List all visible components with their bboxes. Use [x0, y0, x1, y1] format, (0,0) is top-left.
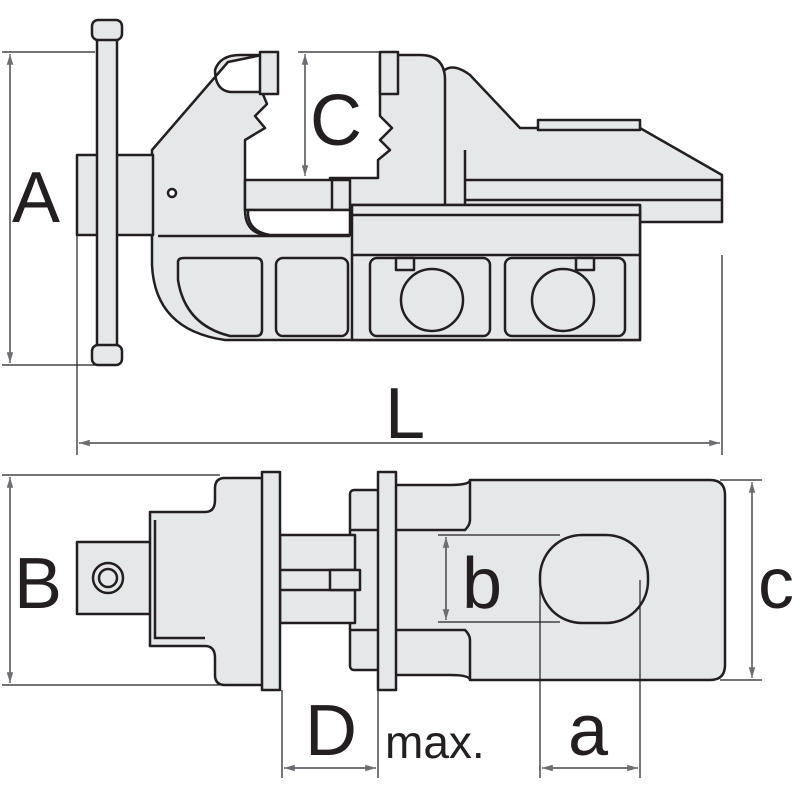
- dimension-label-D: D: [305, 691, 357, 771]
- dimension-label-c: c: [758, 544, 794, 624]
- pin-hole: [166, 187, 178, 199]
- rear-body-top-line: [395, 480, 472, 532]
- side-dimensions: A C L: [2, 51, 723, 455]
- front-jaw-top: [148, 476, 267, 687]
- jaw-plate-left: [258, 50, 280, 96]
- handle-hole-inner: [97, 567, 119, 589]
- body-pocket: [176, 256, 264, 338]
- rear-body-top-line: [395, 628, 472, 680]
- movable-jaw: [328, 53, 447, 207]
- bolt-hole: [399, 267, 465, 333]
- top-view: [75, 470, 727, 692]
- dimension-label-max: max.: [385, 716, 485, 768]
- jaw-plate-top-left: [260, 470, 282, 692]
- jaw-plate-top-right: [376, 470, 398, 692]
- handle-cap: [90, 343, 124, 367]
- spindle-collar: [328, 568, 362, 592]
- bolt-nut: [574, 256, 596, 272]
- front-jaw-top-line: [153, 520, 205, 640]
- bolt-hole: [530, 267, 596, 333]
- dimension-label-b: b: [462, 544, 502, 624]
- jaw-plate-right: [378, 50, 400, 96]
- dimension-label-C: C: [310, 81, 362, 161]
- dimension-label-A: A: [12, 158, 60, 238]
- dimension-label-L: L: [385, 374, 425, 454]
- bolt-nut: [394, 256, 416, 272]
- rear-body-top-plate: [536, 118, 642, 132]
- dimension-label-B: B: [14, 544, 62, 624]
- jaw-guide: [243, 178, 352, 212]
- slot: [538, 533, 650, 625]
- body-cutout: [246, 208, 352, 237]
- dimension-label-a: a: [568, 691, 609, 771]
- handle-cap: [90, 18, 124, 42]
- top-dimensions: B b c D max. a: [2, 474, 794, 778]
- body-pocket: [274, 256, 350, 338]
- handle-hole: [91, 561, 125, 595]
- handle-bar: [95, 30, 119, 354]
- side-view: [75, 18, 724, 367]
